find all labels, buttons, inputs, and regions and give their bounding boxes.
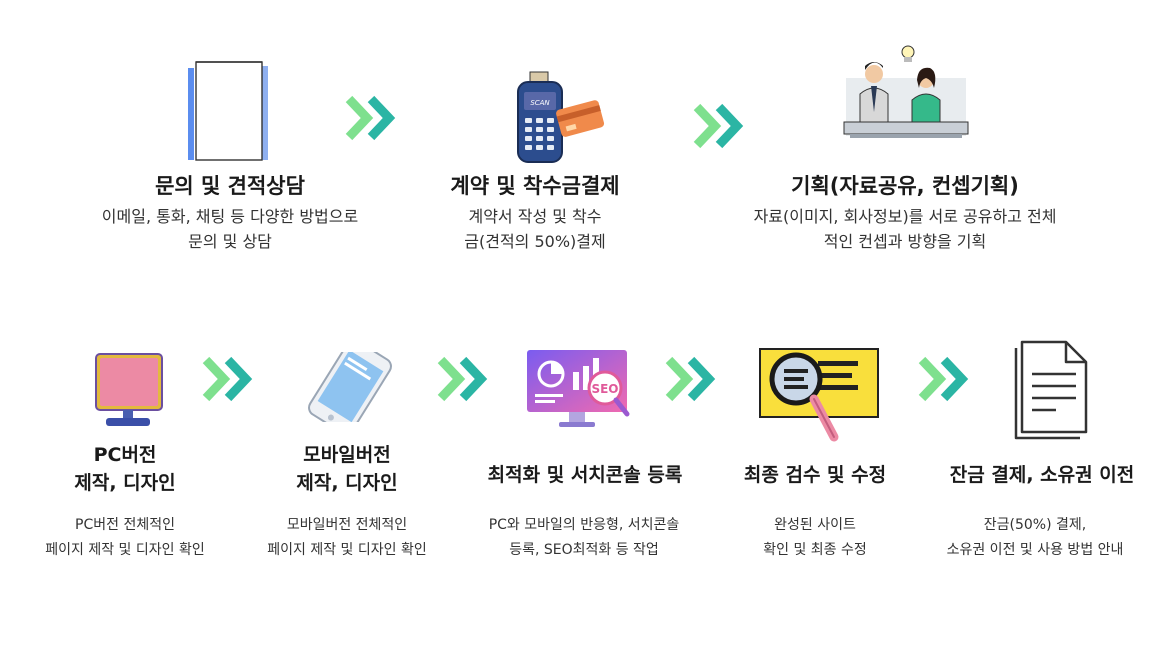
step-description: PC와 모바일의 반응형, 서치콘솔 등록, SEO최적화 등 작업	[488, 517, 680, 558]
magnifier-icon	[759, 348, 879, 442]
chevron-right-icon	[437, 356, 488, 402]
step-title: 최종 검수 및 수정	[743, 464, 887, 486]
step-description: 완성된 사이트 확인 및 최종 수정	[763, 517, 867, 558]
step-title: 기획(자료공유, 컨셉기획)	[791, 174, 1019, 198]
seo-label: SEO	[591, 382, 618, 396]
step-title: 계약 및 착수금결제	[450, 174, 620, 198]
monitor-icon	[95, 353, 163, 426]
seo-monitor-icon: SEO	[527, 350, 630, 427]
card-terminal-icon: SCAN	[517, 71, 605, 163]
step-title: 잔금 결제, 소유권 이전	[949, 464, 1135, 486]
chevron-right-icon	[693, 103, 744, 149]
step-description: 모바일버전 전체적인 페이지 제작 및 디자인 확인	[267, 517, 427, 558]
step-title: 모바일버전 제작, 디자인	[296, 444, 398, 494]
step-description: 잔금(50%) 결제, 소유권 이전 및 사용 방법 안내	[946, 517, 1124, 558]
document-icon	[1014, 340, 1088, 440]
step-description: 이메일, 통화, 채팅 등 다양한 방법으로 문의 및 상담	[101, 207, 359, 251]
chevron-right-icon	[918, 356, 969, 402]
chevron-right-icon	[665, 356, 716, 402]
smartphone-icon	[308, 352, 392, 422]
step-title: PC버전 제작, 디자인	[74, 444, 176, 494]
document-panel-icon	[188, 61, 268, 161]
step-description: 자료(이미지, 회사정보)를 서로 공유하고 전체 적인 컨셉과 방향을 기획	[753, 207, 1057, 251]
step-title: 최적화 및 서치콘솔 등록	[487, 464, 683, 486]
step-description: PC버전 전체적인 페이지 제작 및 디자인 확인	[45, 517, 205, 558]
planning-people-icon	[843, 45, 969, 138]
scan-label: SCAN	[530, 99, 550, 107]
step-title: 문의 및 견적상담	[155, 174, 305, 198]
chevron-right-icon	[202, 356, 253, 402]
chevron-right-icon	[345, 95, 396, 141]
step-description: 계약서 작성 및 착수 금(견적의 50%)결제	[464, 207, 606, 251]
